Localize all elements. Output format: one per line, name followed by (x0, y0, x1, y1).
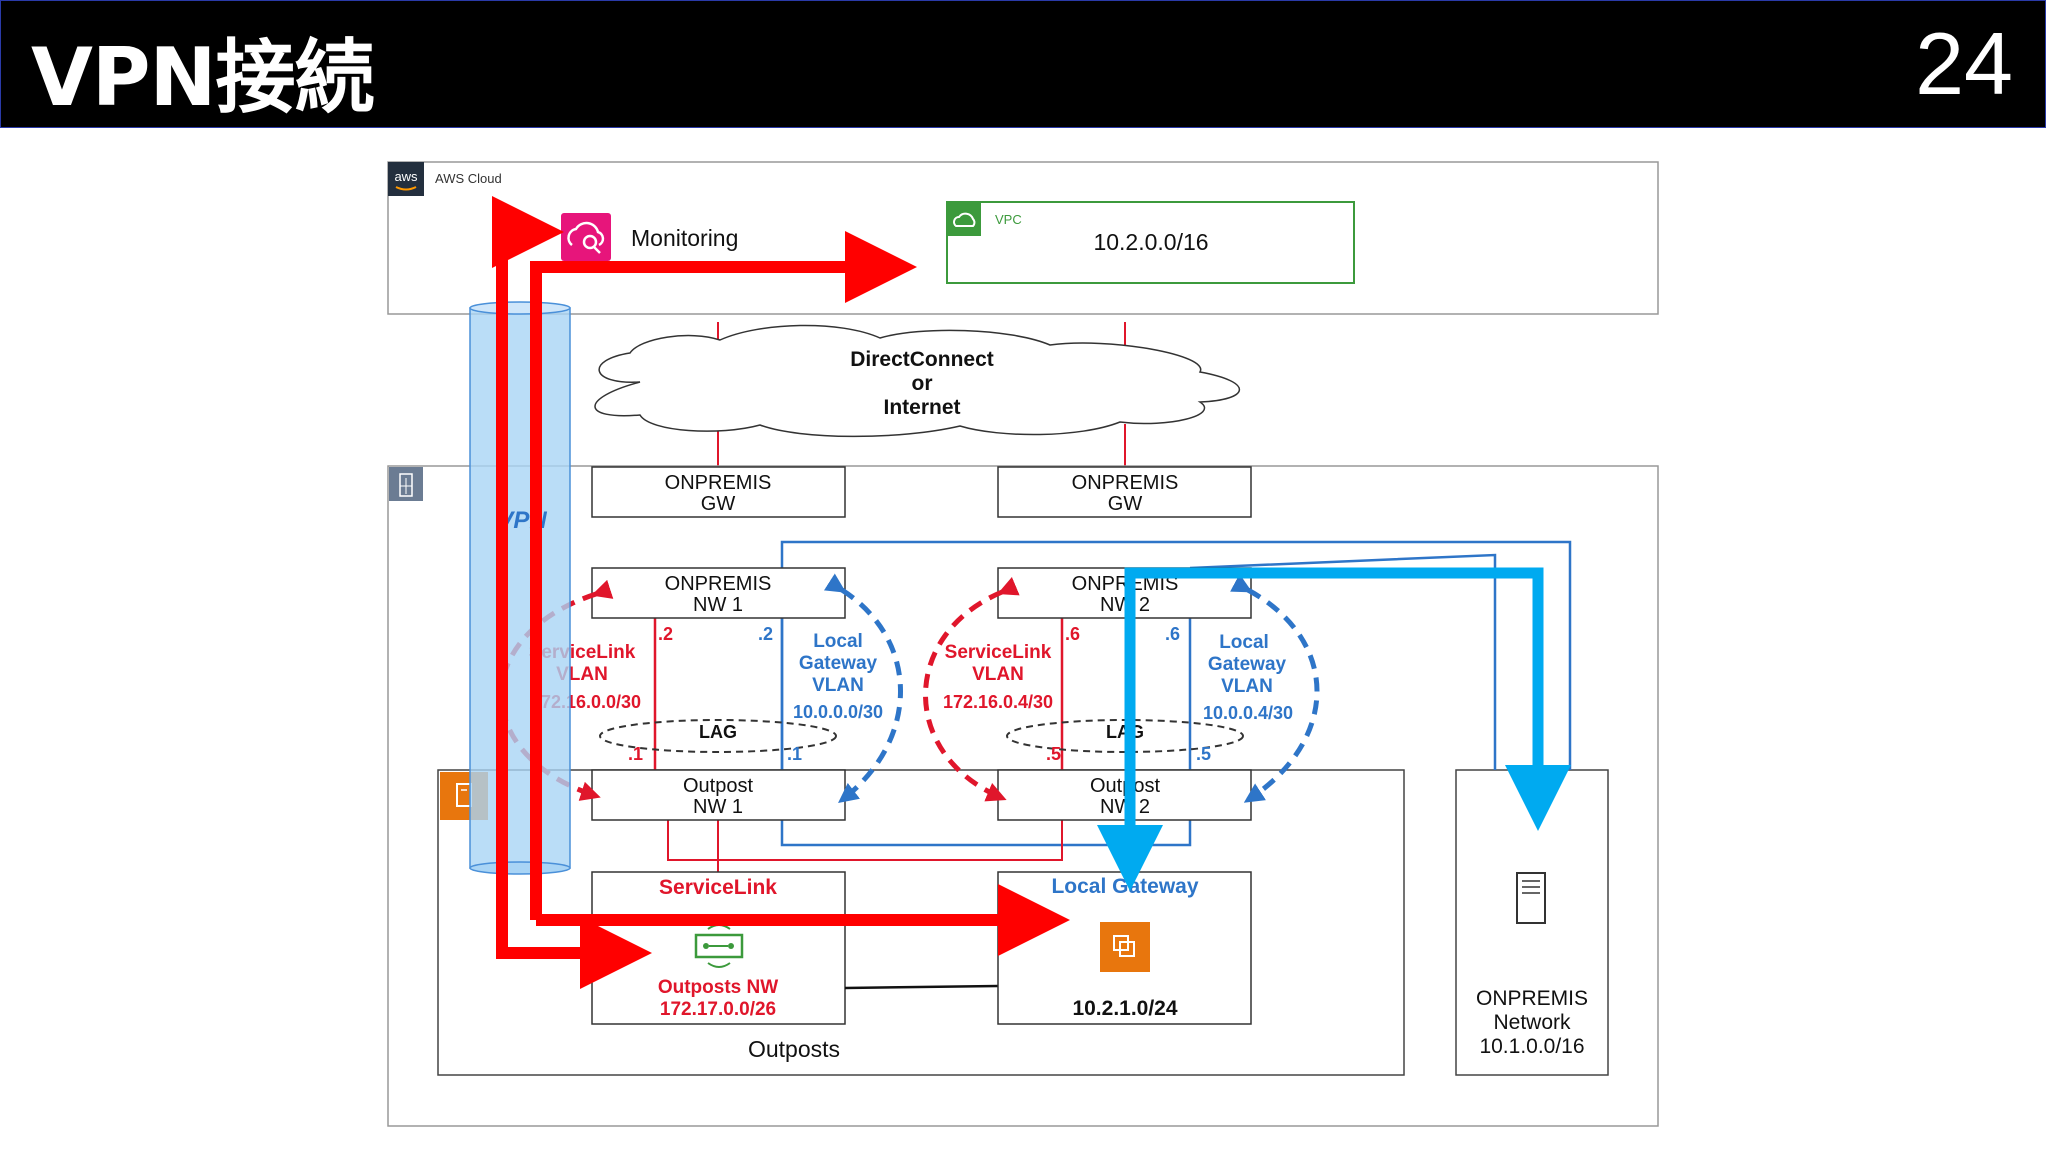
outposts-group (437, 769, 1405, 1076)
lg2-line-1: Local (1219, 632, 1269, 653)
blue-loop-inner (1189, 553, 1497, 770)
directconnect-cloud (594, 324, 1241, 438)
lg2-line-3: VLAN (1221, 676, 1273, 697)
aws-cloud-label: AWS Cloud (435, 171, 502, 186)
onpremises-group (387, 465, 1659, 1127)
gw1-line-1: ONPREMIS (665, 472, 772, 494)
servicelink-label: ServiceLink (659, 876, 777, 899)
red-arrow-to-vpc (530, 231, 917, 920)
lg1-line-3: VLAN (812, 675, 864, 696)
sl2-line-1: ServiceLink (945, 642, 1052, 663)
slide-title: VPN接続 (31, 31, 374, 124)
port-label-nw2-red: .6 (1065, 624, 1080, 644)
monitoring-label: Monitoring (631, 225, 738, 251)
port-label-onw1-red: .1 (628, 744, 643, 764)
outposts-nw-label: Outposts NW (658, 977, 778, 998)
gw2-line-1: ONPREMIS (1072, 472, 1179, 494)
outposts-label: Outposts (748, 1036, 840, 1062)
gw2-line-2: GW (1108, 493, 1143, 515)
nw1-line-1: ONPREMIS (665, 573, 772, 595)
lg2-cidr: 10.0.0.4/30 (1203, 703, 1293, 723)
port-label-onw2-blue: .5 (1196, 744, 1211, 764)
aws-logo-icon: aws (388, 162, 424, 196)
blue-loop-bottom (780, 820, 1192, 847)
aws-cloud-group (387, 161, 1659, 315)
lag-label-1: LAG (699, 722, 737, 742)
onpremis-network-line-3: 10.1.0.0/16 (1479, 1035, 1584, 1058)
local-gateway-cidr: 10.2.1.0/24 (1072, 997, 1177, 1020)
port-label-onw1-blue: .1 (787, 744, 802, 764)
circuit-board-icon (694, 924, 744, 968)
vpn-tube (469, 301, 571, 875)
port-label-nw1-blue: .2 (758, 624, 773, 644)
cloud-line-3: Internet (883, 396, 960, 419)
lg2-line-2: Gateway (1208, 654, 1287, 675)
monitoring-icon (561, 213, 611, 261)
lg1-line-2: Gateway (799, 653, 878, 674)
lg1-line-1: Local (813, 631, 863, 652)
local-gateway-vlan-arc-2 (1230, 574, 1320, 803)
sl2-line-2: VLAN (972, 664, 1024, 685)
onpremis-gw-1 (591, 466, 846, 518)
vpc-cloud-icon (947, 202, 981, 236)
port-label-nw2-blue: .6 (1165, 624, 1180, 644)
port-label-nw1-red: .2 (658, 624, 673, 644)
vpc-box (946, 201, 1355, 284)
ec2-instance-icon (1100, 922, 1150, 972)
onpremis-network-line-2: Network (1493, 1011, 1571, 1034)
onpremis-nw-1 (591, 567, 846, 619)
vpc-label: VPC (995, 212, 1022, 227)
onpremis-gw-2 (997, 466, 1252, 518)
slide-page-number: 24 (1915, 14, 2013, 113)
vpc-cidr: 10.2.0.0/16 (1093, 229, 1208, 255)
local-gateway-vlan-arc-1 (823, 573, 903, 804)
lg1-cidr: 10.0.0.0/30 (793, 702, 883, 722)
onw1-line-1: Outpost (683, 775, 753, 797)
building-icon (389, 467, 423, 501)
sl2-cidr: 172.16.0.4/30 (943, 692, 1053, 712)
servicelink-vlan-arc-2 (923, 576, 1020, 802)
cyan-arrow-to-onpremis-network (1130, 567, 1571, 831)
port-label-onw2-red: .5 (1046, 744, 1061, 764)
cloud-line-2: or (912, 372, 933, 395)
onpremis-network-line-1: ONPREMIS (1476, 987, 1588, 1010)
slide-header: VPN接続 24 (0, 0, 2046, 128)
outposts-nw-cidr: 172.17.0.0/26 (660, 999, 776, 1020)
nw1-line-2: NW 1 (693, 594, 743, 616)
svg-text:aws: aws (394, 169, 418, 184)
server-icon (1516, 872, 1546, 924)
cloud-line-1: DirectConnect (850, 348, 994, 371)
gw1-line-2: GW (701, 493, 736, 515)
onw1-line-2: NW 1 (693, 796, 743, 818)
